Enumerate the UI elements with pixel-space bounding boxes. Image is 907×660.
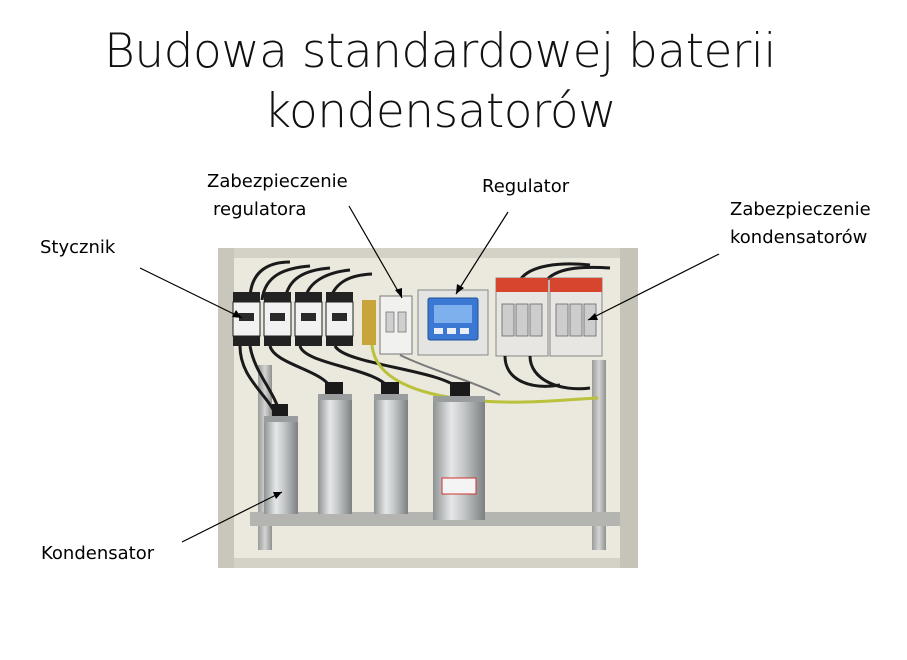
label-zabezpieczenie-regulatora-line-1: Zabezpieczenie [207,171,348,192]
annotation-arrows [139,205,720,543]
cabinet-photo [218,248,638,568]
arrowhead-regulator [456,284,464,294]
arrow-zabezpieczenie-regulatora [348,205,403,299]
cabinet-right-wall [620,248,638,568]
label-kondensator: Kondensator [41,543,155,564]
regulator-fuse-block [362,295,413,355]
label-zabezpieczenie-regulatora: Zabezpieczenie regulatora [207,168,348,224]
arrow-stycznik [139,267,243,319]
label-zabezpieczenie-kondensatorow-line-2: kondensatorów [730,227,868,248]
arrowhead-zabezpieczenie-regulatora [395,288,402,298]
label-zabezpieczenie-kondensatorow: Zabezpieczenie kondensatorów [730,196,871,252]
arrowhead-zabezpieczenie-kondensatorow [588,313,598,320]
arrow-zabezpieczenie-kondensatorow [587,253,720,321]
arrow-kondensator [181,491,283,543]
capacitors [264,382,485,520]
slide-title-line-1: Budowa standardowej baterii [104,24,776,79]
label-zabezpieczenie-regulatora-line-2: regulatora [213,199,307,220]
regulator-device [417,289,489,356]
contactors [232,292,354,346]
din-rail-right [592,360,606,550]
label-stycznik: Stycznik [40,237,116,258]
cabinet-left-wall [218,248,234,568]
slide-title-line-2: kondensatorów [263,84,617,139]
label-zabezpieczenie-kondensatorow-line-1: Zabezpieczenie [730,199,871,220]
arrow-regulator [455,211,509,295]
arrowhead-stycznik [232,310,242,318]
capacitor-fuse-disconnectors [495,277,603,357]
slide-title: Budowa standardowej baterii kondensatoró… [0,22,880,142]
arrowhead-kondensator [273,492,282,499]
label-regulator: Regulator [482,176,570,197]
grey-wire [399,354,501,396]
